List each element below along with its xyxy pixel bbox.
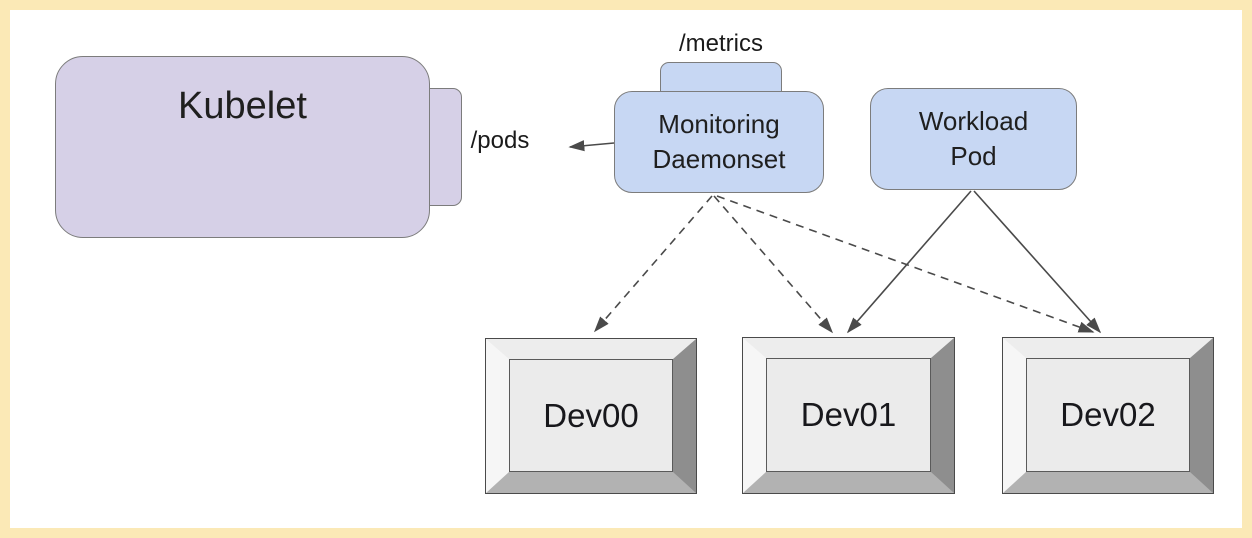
workload-pod-label-line2: Pod <box>950 141 997 171</box>
device-face: Dev00 <box>509 359 673 472</box>
metrics-endpoint-label: /metrics <box>679 30 763 57</box>
device-node-dev02: Dev02 <box>1002 337 1214 494</box>
device-bevel: Dev01 <box>743 338 954 493</box>
edge-daemonset-to-dev01 <box>713 195 834 334</box>
edge-daemonset-to-kubelet-pods <box>568 140 615 152</box>
kubelet-node: Kubelet <box>55 56 430 238</box>
device-face: Dev01 <box>766 358 931 472</box>
pods-endpoint-label: /pods <box>470 127 530 154</box>
edge-daemonset-to-dev02 <box>716 195 1095 333</box>
monitoring-daemonset-label-line2: Daemonset <box>652 144 786 174</box>
device-node-dev00: Dev00 <box>485 338 697 494</box>
monitoring-daemonset-node: Monitoring Daemonset <box>614 91 824 193</box>
workload-pod-node: Workload Pod <box>870 88 1077 190</box>
diagram-stage: Kubelet /metrics Monitoring Daemonset Wo… <box>10 10 1242 528</box>
device-bevel: Dev02 <box>1003 338 1213 493</box>
edge-workload-to-dev01 <box>846 190 972 334</box>
edge-workload-to-dev02 <box>973 190 1102 334</box>
device-label-dev01: Dev01 <box>800 396 897 433</box>
device-face: Dev02 <box>1026 358 1190 472</box>
kubelet-label: Kubelet <box>178 85 307 127</box>
device-bevel: Dev00 <box>486 339 696 493</box>
device-label-dev02: Dev02 <box>1060 396 1156 433</box>
workload-pod-label-line1: Workload <box>918 106 1029 136</box>
device-label-dev00: Dev00 <box>543 396 639 434</box>
edge-daemonset-to-dev00 <box>593 195 713 333</box>
device-node-dev01: Dev01 <box>742 337 955 494</box>
monitoring-daemonset-label-line1: Monitoring <box>658 109 780 139</box>
